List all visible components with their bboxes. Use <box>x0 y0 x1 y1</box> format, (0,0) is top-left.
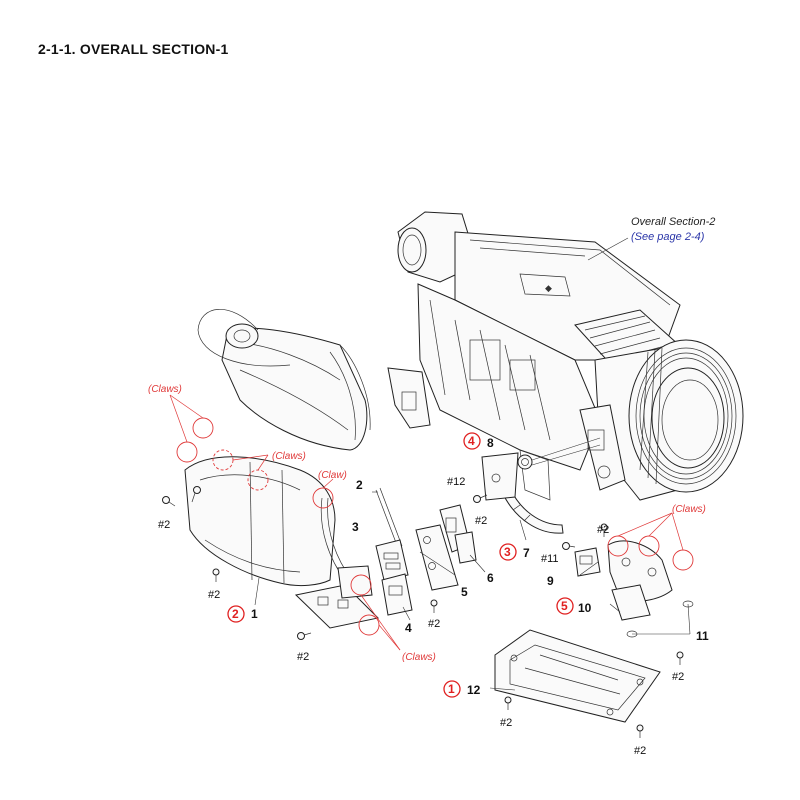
claws-label: (Claws) <box>148 384 182 395</box>
screw-label: #12 <box>447 476 465 488</box>
part-number-10: 10 <box>578 601 592 615</box>
step-circle-4: 4 <box>463 432 481 450</box>
screw-label: #2 <box>158 519 170 531</box>
part-number-labels: 1 2 3 4 5 6 7 8 9 10 11 12 <box>251 436 709 697</box>
screw-icon <box>162 496 176 507</box>
svg-text:3: 3 <box>504 545 511 559</box>
reference-note: Overall Section-2 (See page 2-4) <box>631 215 715 245</box>
screw-label: #2 <box>208 589 220 601</box>
screw-label: #2 <box>297 651 309 663</box>
small-parts-drawing <box>372 437 694 723</box>
screw-icon <box>504 696 512 710</box>
claw-circle <box>192 417 214 439</box>
step-circle-5: 5 <box>556 597 574 615</box>
claws-label: (Claws) <box>402 652 436 663</box>
svg-text:1: 1 <box>448 682 455 696</box>
svg-text:◆: ◆ <box>545 283 552 293</box>
svg-text:4: 4 <box>468 434 475 448</box>
screw-icon <box>636 724 644 738</box>
screw-label: #2 <box>672 671 684 683</box>
screw-label: #11 <box>541 553 559 565</box>
screw-label: #2 <box>500 717 512 729</box>
screw-icon <box>191 486 201 503</box>
part-number-8: 8 <box>487 436 494 450</box>
part-number-11: 11 <box>696 629 709 643</box>
step-order-markers: 1 2 3 4 5 <box>227 432 574 698</box>
step-circle-3: 3 <box>499 543 517 561</box>
number-leader-lines <box>254 519 691 691</box>
reference-section-label: Overall Section-2 <box>631 216 716 228</box>
svg-text:2: 2 <box>232 607 239 621</box>
part-number-9: 9 <box>547 574 554 588</box>
claw-markers <box>169 394 694 651</box>
camera-body-drawing: ◆ <box>387 211 744 501</box>
screw-icons <box>162 486 684 738</box>
claw-label: (Claw) <box>318 470 347 481</box>
screw-icon <box>676 651 684 665</box>
screw-label: #2 <box>475 515 487 527</box>
part-number-5: 5 <box>461 585 468 599</box>
claws-label: (Claws) <box>272 451 306 462</box>
part-number-6: 6 <box>487 571 494 585</box>
claw-circle <box>176 441 198 463</box>
part-number-7: 7 <box>523 546 530 560</box>
reference-page-link[interactable]: (See page 2-4) <box>631 231 705 243</box>
screw-labels: #2 #2 #2 #2 #12 #2 #11 #2 #2 #2 #2 <box>158 476 684 757</box>
screw-icon <box>430 599 438 613</box>
section-title: 2-1-1. OVERALL SECTION-1 <box>38 41 229 57</box>
claw-circle <box>672 549 694 571</box>
part-number-1: 1 <box>251 607 258 621</box>
screw-icon <box>600 523 608 537</box>
part-number-12: 12 <box>467 683 481 697</box>
screw-icon <box>562 542 576 550</box>
screw-icon <box>297 632 312 640</box>
step-circle-2: 2 <box>227 605 245 623</box>
part-number-2: 2 <box>356 478 363 492</box>
screw-icon <box>473 494 488 503</box>
hand-strap-drawing <box>197 309 371 451</box>
grip-cover-drawing <box>184 456 380 629</box>
screw-label: #2 <box>428 618 440 630</box>
part-number-3: 3 <box>352 520 359 534</box>
svg-text:5: 5 <box>561 599 568 613</box>
screw-label: #2 <box>634 745 646 757</box>
screw-icon <box>212 568 220 582</box>
part-number-4: 4 <box>405 621 412 635</box>
claw-text-labels: (Claws) (Claws) (Claw) (Claws) (Claws) <box>148 384 706 663</box>
claws-label: (Claws) <box>672 504 706 515</box>
step-circle-1: 1 <box>443 680 461 698</box>
screw-label: #2 <box>597 524 609 536</box>
